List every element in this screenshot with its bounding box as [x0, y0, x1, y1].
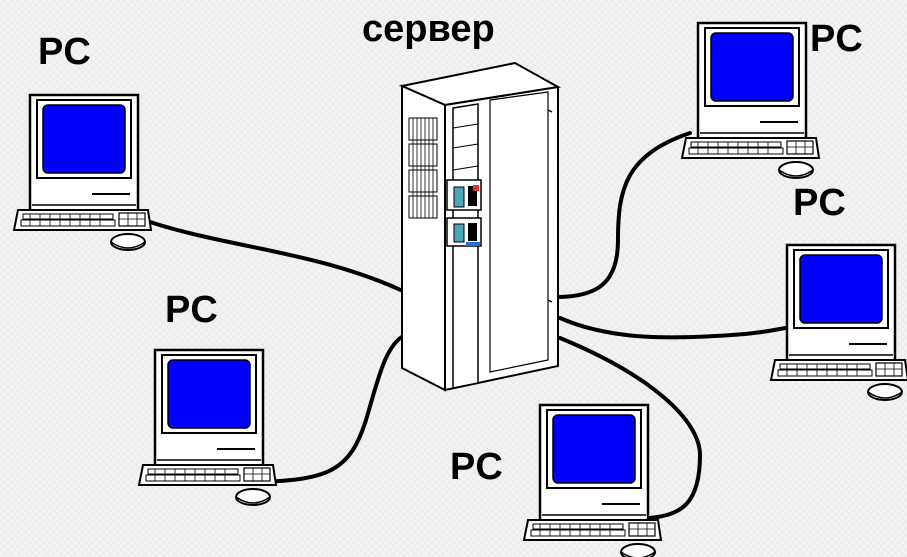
- pc-label-bottom: PC: [450, 446, 503, 488]
- cable-pc-right: [558, 316, 814, 340]
- pc-right: [769, 243, 907, 402]
- pc-label-right: PC: [793, 182, 846, 224]
- pc-bottom: [522, 403, 663, 557]
- cable-pc-top-left: [148, 220, 407, 294]
- pc-bottom-left: [137, 348, 278, 507]
- pc-top-right: [680, 21, 821, 180]
- cable-pc-bottom-left: [256, 333, 407, 484]
- pc-label-top-right: PC: [810, 18, 863, 60]
- server-label: сервер: [362, 8, 495, 50]
- pc-label-bottom-left: PC: [165, 289, 218, 331]
- cable-pc-top-right: [558, 131, 692, 299]
- pc-label-top-left: PC: [38, 31, 91, 73]
- pc-top-left: [12, 93, 153, 252]
- cable-pc-bottom: [558, 336, 703, 520]
- server-vents: [408, 117, 438, 219]
- server-tower: [398, 61, 562, 392]
